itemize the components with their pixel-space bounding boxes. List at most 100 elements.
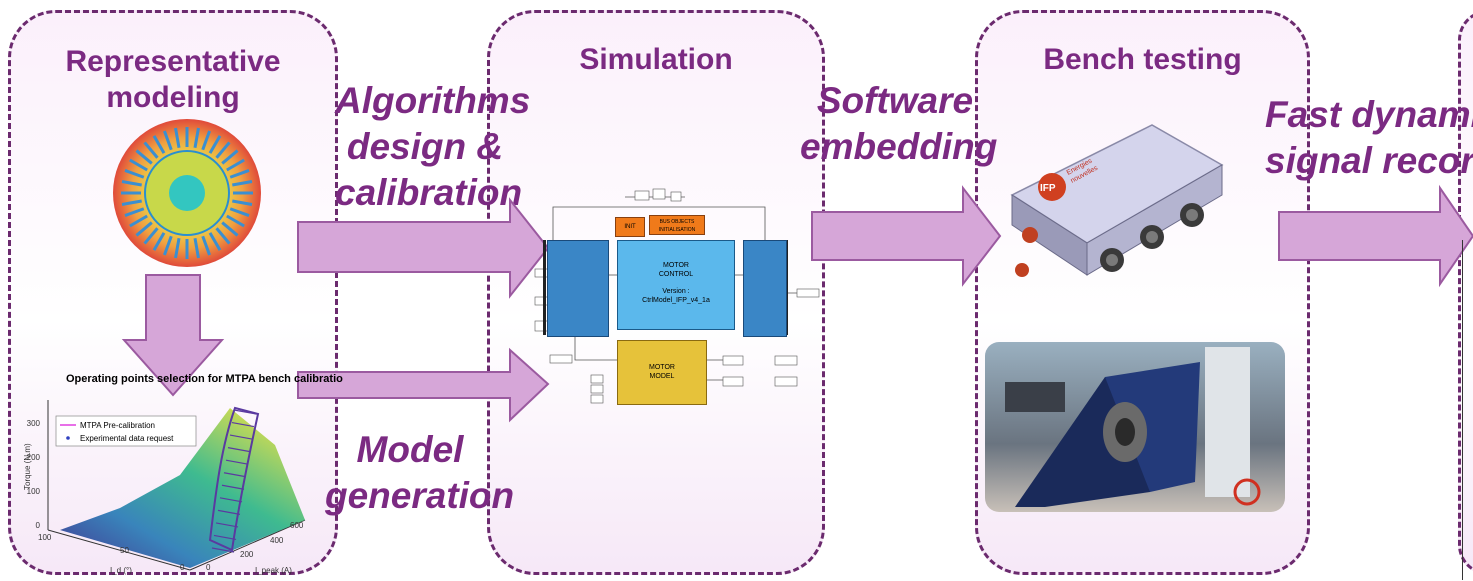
stator-slot bbox=[229, 169, 250, 179]
stator-slot bbox=[226, 158, 245, 172]
step-line: Algorithms bbox=[335, 80, 531, 121]
stator-slot bbox=[232, 199, 253, 206]
mtpa-band-rung bbox=[233, 409, 257, 415]
xtick-right: 600 bbox=[290, 521, 304, 530]
init-block: INIT bbox=[615, 217, 645, 237]
zlabel: Torque (N.m) bbox=[23, 443, 32, 490]
step-line: signal record bbox=[1265, 140, 1473, 181]
stage-title-bench-testing: Bench testing bbox=[1043, 43, 1242, 76]
bus-objects-block: BUS OBJECTS INITIALISATION bbox=[649, 215, 705, 235]
stator-slot bbox=[143, 227, 159, 245]
stator-slot bbox=[232, 180, 253, 187]
arrow-right-recording bbox=[1278, 184, 1473, 288]
stage-title-simulation: Simulation bbox=[579, 43, 733, 76]
step-line: design & bbox=[346, 126, 504, 167]
stator-slot bbox=[152, 135, 166, 154]
step-line: calibration bbox=[335, 172, 523, 213]
stator-slot bbox=[221, 221, 239, 237]
bus-line: BUS OBJECTS bbox=[659, 219, 695, 225]
motor-control-line: MOTOR bbox=[663, 262, 689, 269]
stator-slot bbox=[174, 238, 181, 259]
stator-slot bbox=[152, 232, 166, 251]
step-model-generation: Model generation bbox=[325, 427, 515, 519]
stator-slot bbox=[208, 232, 222, 251]
stator-slot bbox=[124, 207, 145, 217]
stator-slot bbox=[174, 127, 181, 148]
xtick-right: 400 bbox=[270, 536, 284, 545]
step-software-embedding: Software embedding bbox=[800, 78, 998, 170]
mtpa-plot-title: Operating points selection for MTPA benc… bbox=[66, 373, 343, 385]
legend-experimental: Experimental data request bbox=[80, 434, 174, 443]
xtick-left: 100 bbox=[38, 533, 52, 542]
mtpa-band-rung bbox=[211, 547, 235, 553]
step-line: Fast dynami bbox=[1265, 94, 1473, 135]
xtick-left: 50 bbox=[120, 546, 129, 555]
mtpa-3d-plot: MTPA Pre-calibration Experimental data r… bbox=[23, 400, 306, 575]
xtick-right: 200 bbox=[240, 550, 254, 559]
stator-slot bbox=[215, 227, 231, 245]
xtick-right: 0 bbox=[206, 563, 211, 572]
stage-title-line-2: modeling bbox=[106, 81, 240, 114]
stator-slot bbox=[129, 214, 148, 228]
stator-slot bbox=[226, 214, 245, 228]
stator-slot bbox=[229, 207, 250, 217]
output-bus-block bbox=[743, 240, 787, 337]
stator-slot bbox=[143, 141, 159, 159]
mtpa-band-rung bbox=[221, 484, 245, 490]
stator-slot bbox=[208, 135, 222, 154]
mtpa-band-rung bbox=[227, 447, 251, 453]
stator-slot bbox=[201, 130, 211, 151]
arrow-right-embedding bbox=[811, 185, 1002, 287]
motor-model-line: MOTOR bbox=[649, 364, 675, 371]
stator-slot bbox=[163, 235, 173, 256]
mtpa-band-rung bbox=[223, 472, 247, 478]
arrow-right-algorithms bbox=[297, 197, 550, 299]
stator-slot bbox=[129, 158, 148, 172]
step-line: Model bbox=[356, 429, 464, 470]
step-fast-dynamic: Fast dynami signal record bbox=[1265, 92, 1473, 184]
mtpa-band bbox=[208, 406, 260, 552]
ztick: 100 bbox=[27, 487, 41, 496]
step-line: embedding bbox=[800, 126, 998, 167]
stator-slot bbox=[193, 127, 200, 148]
svg-text:IFP: IFP bbox=[1040, 183, 1056, 194]
legend-mtpa: MTPA Pre-calibration bbox=[80, 421, 155, 430]
arrow-down bbox=[121, 274, 225, 397]
simulink-wires bbox=[534, 188, 820, 404]
ztick: 300 bbox=[27, 419, 41, 428]
step-algorithms-design: Algorithms design & calibration bbox=[335, 78, 531, 216]
stage-title-line-1: Representative bbox=[65, 45, 281, 78]
motor-model-line: MODEL bbox=[649, 373, 675, 380]
xtick-left: 0 bbox=[180, 563, 185, 572]
mtpa-band-rung bbox=[217, 509, 241, 515]
ztick: 200 bbox=[27, 453, 41, 462]
version-line: CtrlModel_IFP_v4_1a bbox=[642, 297, 710, 304]
stage-title-representative: Representative modeling bbox=[8, 44, 338, 116]
step-line: Software bbox=[816, 80, 974, 121]
stator-slot bbox=[193, 238, 200, 259]
stator-slot bbox=[201, 235, 211, 256]
mtpa-band-rung bbox=[225, 459, 249, 465]
motor-control-block: MOTOR CONTROL Version : CtrlModel_IFP_v4… bbox=[617, 240, 735, 330]
version-line: Version : bbox=[662, 288, 690, 295]
motor-control-line: CONTROL bbox=[658, 271, 694, 278]
stator-slot bbox=[163, 130, 173, 151]
ecu-device-image: IFP Energies nouvelles bbox=[1010, 124, 1224, 277]
motor-cross-section-image bbox=[113, 119, 261, 267]
simulink-diagram: INIT BUS OBJECTS INITIALISATION MOTOR CO… bbox=[534, 185, 825, 415]
arrow-right-model bbox=[297, 347, 550, 423]
mtpa-band-rung bbox=[215, 522, 239, 528]
motor-model-block: MOTOR MODEL bbox=[617, 340, 707, 405]
input-bus-block bbox=[547, 240, 609, 337]
mtpa-band-rung bbox=[231, 421, 255, 428]
mtpa-band-rung bbox=[229, 434, 253, 440]
mtpa-band-rung bbox=[213, 534, 237, 541]
stator-slot bbox=[121, 199, 142, 206]
step-line: generation bbox=[325, 475, 515, 516]
stator-slot bbox=[135, 149, 153, 165]
torque-surface bbox=[60, 408, 305, 568]
stator-slot bbox=[121, 180, 142, 187]
xlabel-right: I_peak (A) bbox=[255, 566, 292, 575]
xlabel-left: I_d (°) bbox=[110, 566, 132, 575]
